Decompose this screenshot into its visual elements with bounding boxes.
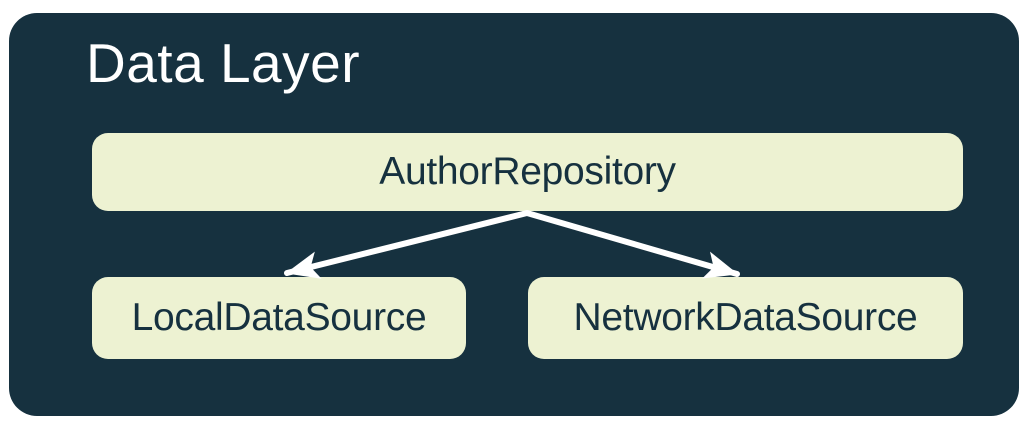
node-author-repository-label: AuthorRepository <box>379 150 676 193</box>
node-local-data-source-label: LocalDataSource <box>131 296 427 339</box>
node-network-data-source-label: NetworkDataSource <box>573 296 918 339</box>
diagram-title: Data Layer <box>86 32 361 94</box>
node-network-data-source: NetworkDataSource <box>528 277 963 359</box>
node-local-data-source: LocalDataSource <box>92 277 466 359</box>
node-author-repository: AuthorRepository <box>92 133 963 211</box>
